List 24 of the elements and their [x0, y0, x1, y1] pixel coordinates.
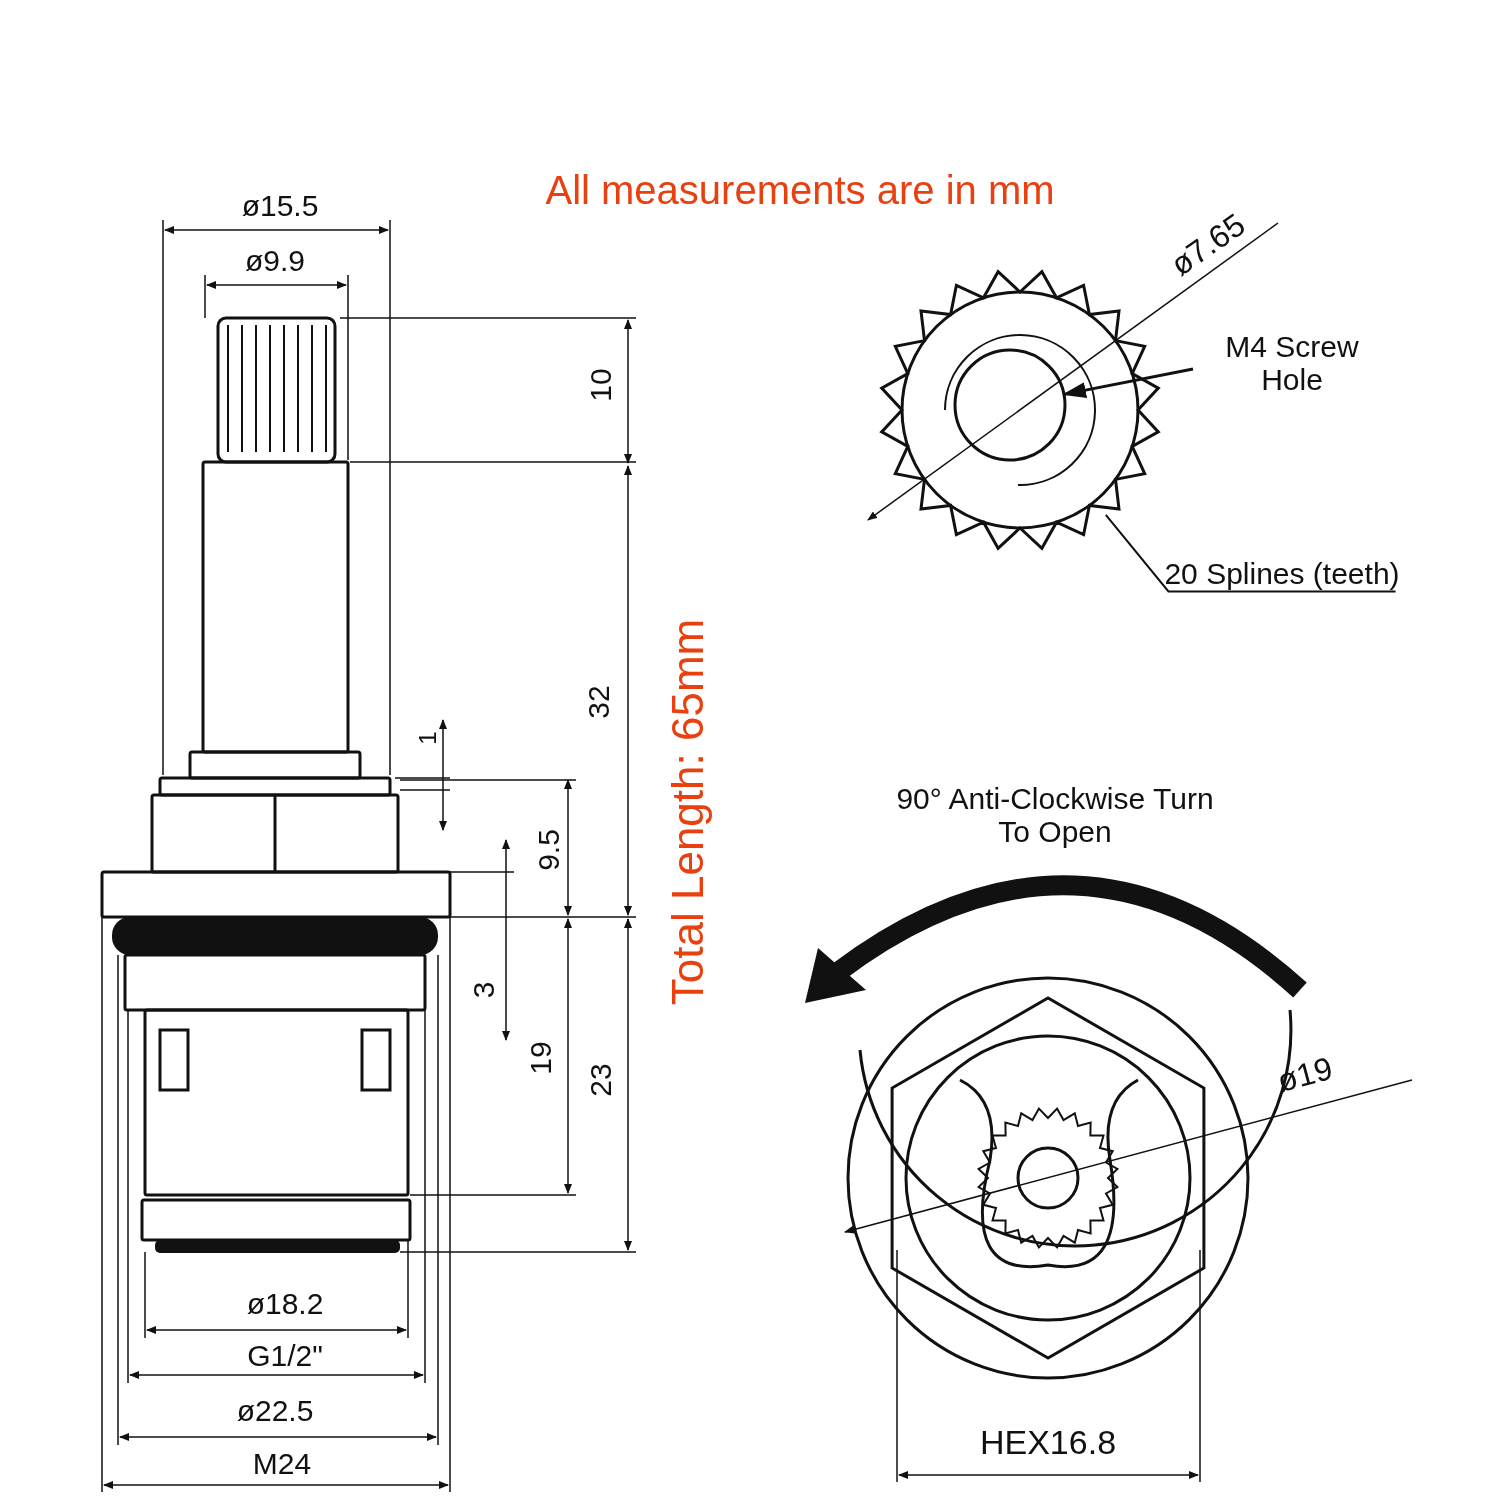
dimension-label: 32: [581, 685, 615, 719]
dimension-label: ø15.5: [241, 188, 319, 222]
dimension-label: 9.5: [531, 829, 565, 871]
title: All measurements are in mm: [545, 168, 1055, 212]
dimension-label: 3: [466, 981, 500, 999]
dimension-label: 19: [523, 1041, 557, 1075]
dimension-label: ø22.5: [236, 1393, 314, 1427]
dimension-label: 1: [414, 731, 442, 745]
dimension-label: ø19: [1273, 1050, 1337, 1100]
leader-line: [1062, 367, 1194, 398]
spline-head-drawing: [879, 269, 1161, 551]
dimension-label: ø9.9: [245, 243, 305, 277]
dimension-label: 23: [583, 1063, 617, 1097]
instruction-text: 90° Anti-Clockwise Turn To Open: [895, 782, 1215, 848]
leader-line: [1104, 513, 1397, 593]
dimension-label: M24: [252, 1446, 312, 1480]
screw-hole: [953, 348, 1067, 462]
total-length-label: Total Length: 65mm: [663, 618, 713, 1006]
dimension-label: ø18.2: [246, 1286, 324, 1320]
dimension-label: HEX16.8: [979, 1424, 1117, 1462]
callout-label: 20 Splines (teeth): [1164, 556, 1400, 590]
dimension-label: G1/2": [247, 1338, 323, 1372]
callout-label: M4 Screw Hole: [1197, 330, 1387, 396]
dimension-label: 10: [583, 368, 617, 402]
